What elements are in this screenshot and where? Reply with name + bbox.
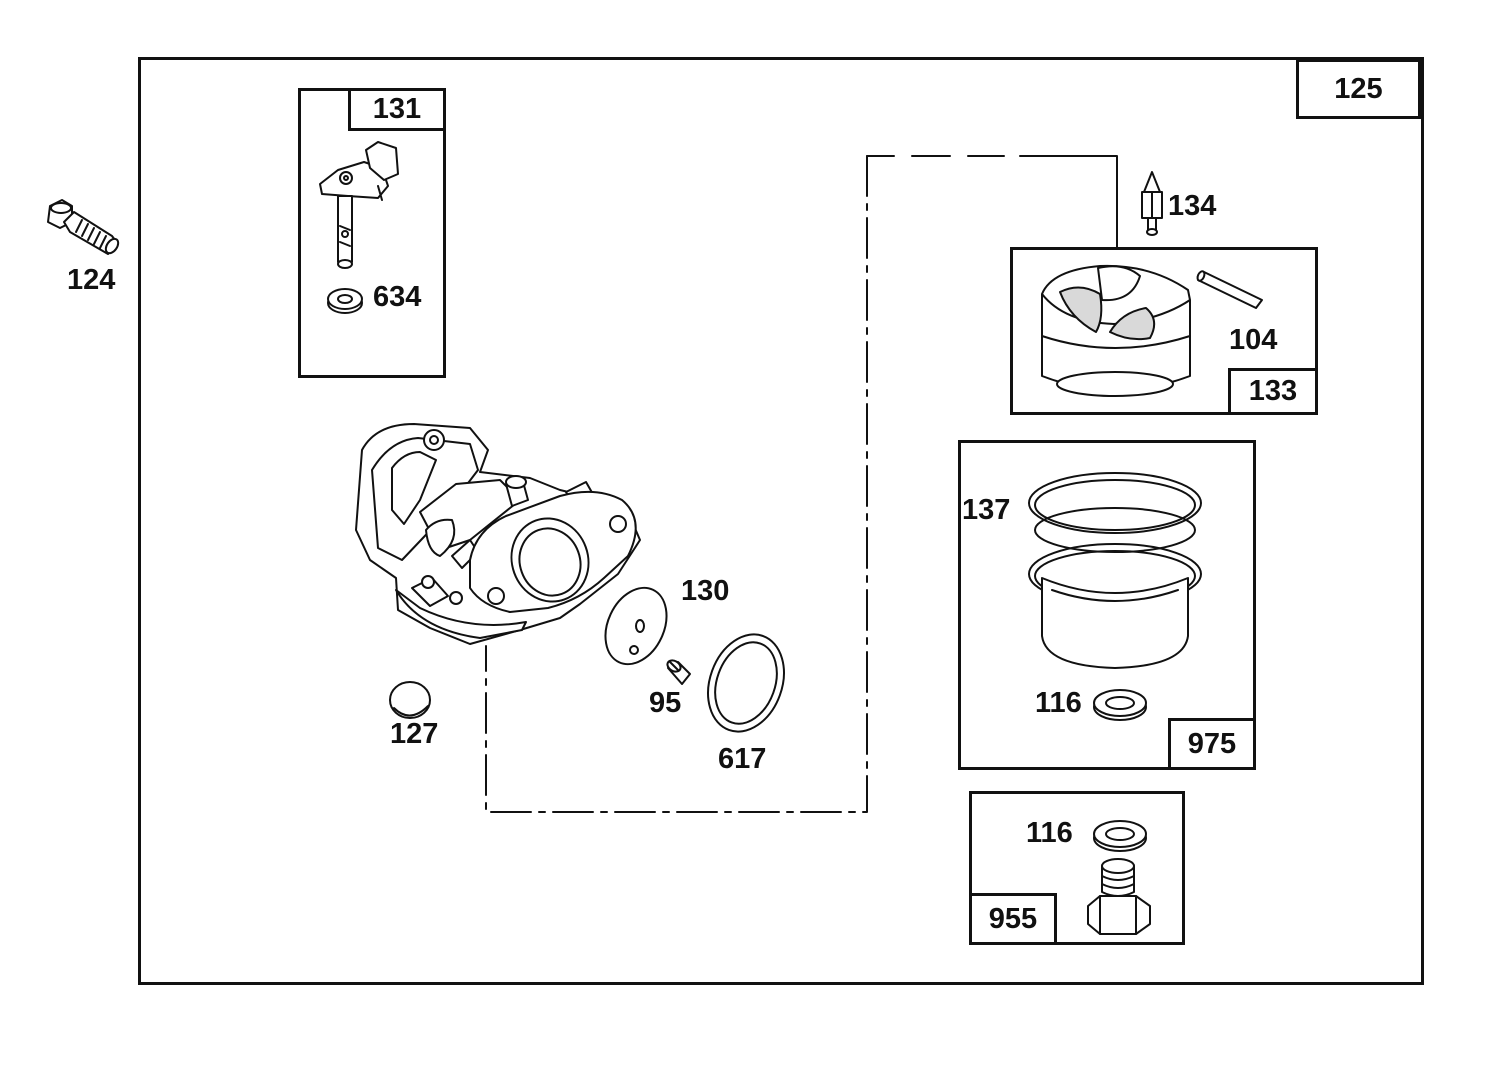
part-label-137: 137 <box>962 494 1011 526</box>
part-label-124: 124 <box>67 264 116 296</box>
kit-955-label: 955 <box>969 893 1057 945</box>
outer-kit-label: 125 <box>1296 59 1421 119</box>
part-label-634: 634 <box>373 281 422 313</box>
float-133 <box>1041 264 1191 397</box>
throttle-plate-130 <box>604 586 668 666</box>
washer-116-kit975 <box>1093 689 1147 721</box>
float-bowl <box>1034 507 1196 669</box>
part-label-617: 617 <box>718 743 767 775</box>
kit-131-frame <box>298 88 446 378</box>
washer-116-kit955 <box>1093 820 1147 852</box>
welch-plug-127 <box>389 681 431 719</box>
part-label-116-kit955: 116 <box>1026 817 1073 849</box>
part-label-130: 130 <box>681 575 730 607</box>
choke-shaft-131 <box>319 141 399 269</box>
carburetor-body <box>355 423 641 645</box>
kit-133-label: 133 <box>1228 368 1318 415</box>
kit-131-label: 131 <box>348 88 446 131</box>
kit-975-label: 975 <box>1168 718 1256 770</box>
pin-104 <box>1196 270 1263 309</box>
needle-valve-134 <box>1141 171 1163 236</box>
bolt-124 <box>47 199 120 255</box>
part-label-127: 127 <box>390 718 439 750</box>
part-label-95: 95 <box>649 687 682 719</box>
gasket-617 <box>707 633 785 733</box>
washer-634 <box>327 288 363 314</box>
bowl-nut-955 <box>1087 858 1151 935</box>
part-label-104: 104 <box>1229 324 1278 356</box>
screw-95 <box>666 659 691 685</box>
part-label-116-kit975: 116 <box>1035 687 1082 719</box>
leader-line <box>485 155 1118 813</box>
part-label-134: 134 <box>1168 190 1217 222</box>
